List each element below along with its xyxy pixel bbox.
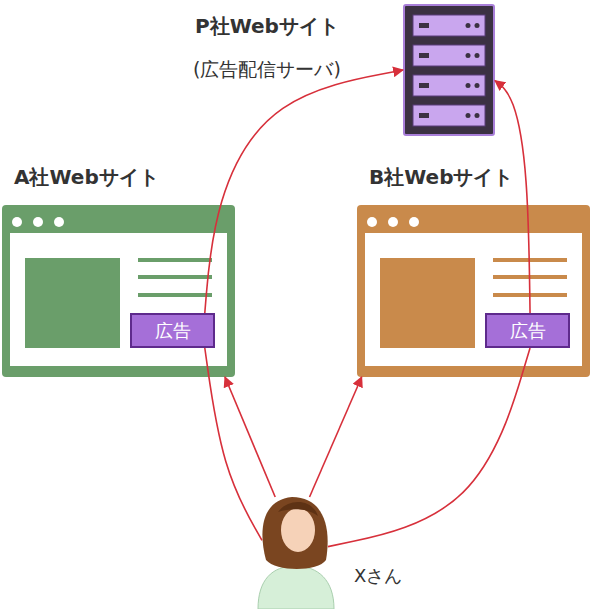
connector-arrow: [205, 70, 403, 313]
browser-window: B社Webサイト広告: [357, 205, 590, 377]
site-title: A社Webサイト: [14, 165, 159, 189]
connector-arrow: [310, 377, 362, 497]
ad-label: 広告: [155, 320, 191, 342]
ad-box: 広告: [485, 313, 570, 348]
server-subtitle: (広告配信サーバ): [193, 58, 341, 81]
connector-arrow: [328, 348, 530, 547]
site-title: B社Webサイト: [369, 165, 513, 189]
server-title: P社Webサイト: [195, 14, 339, 38]
person-node: Xさん: [262, 497, 328, 559]
person-name: Xさん: [354, 565, 402, 587]
connector-arrow: [205, 348, 262, 540]
connector-arrow: [495, 81, 530, 313]
server-box: P社Webサイト(広告配信サーバ): [403, 4, 495, 136]
ad-label: 広告: [510, 320, 546, 342]
connector-arrow: [225, 377, 275, 497]
ad-box: 広告: [130, 313, 215, 348]
browser-window: A社Webサイト広告: [2, 205, 235, 377]
person-figure: [258, 497, 334, 609]
